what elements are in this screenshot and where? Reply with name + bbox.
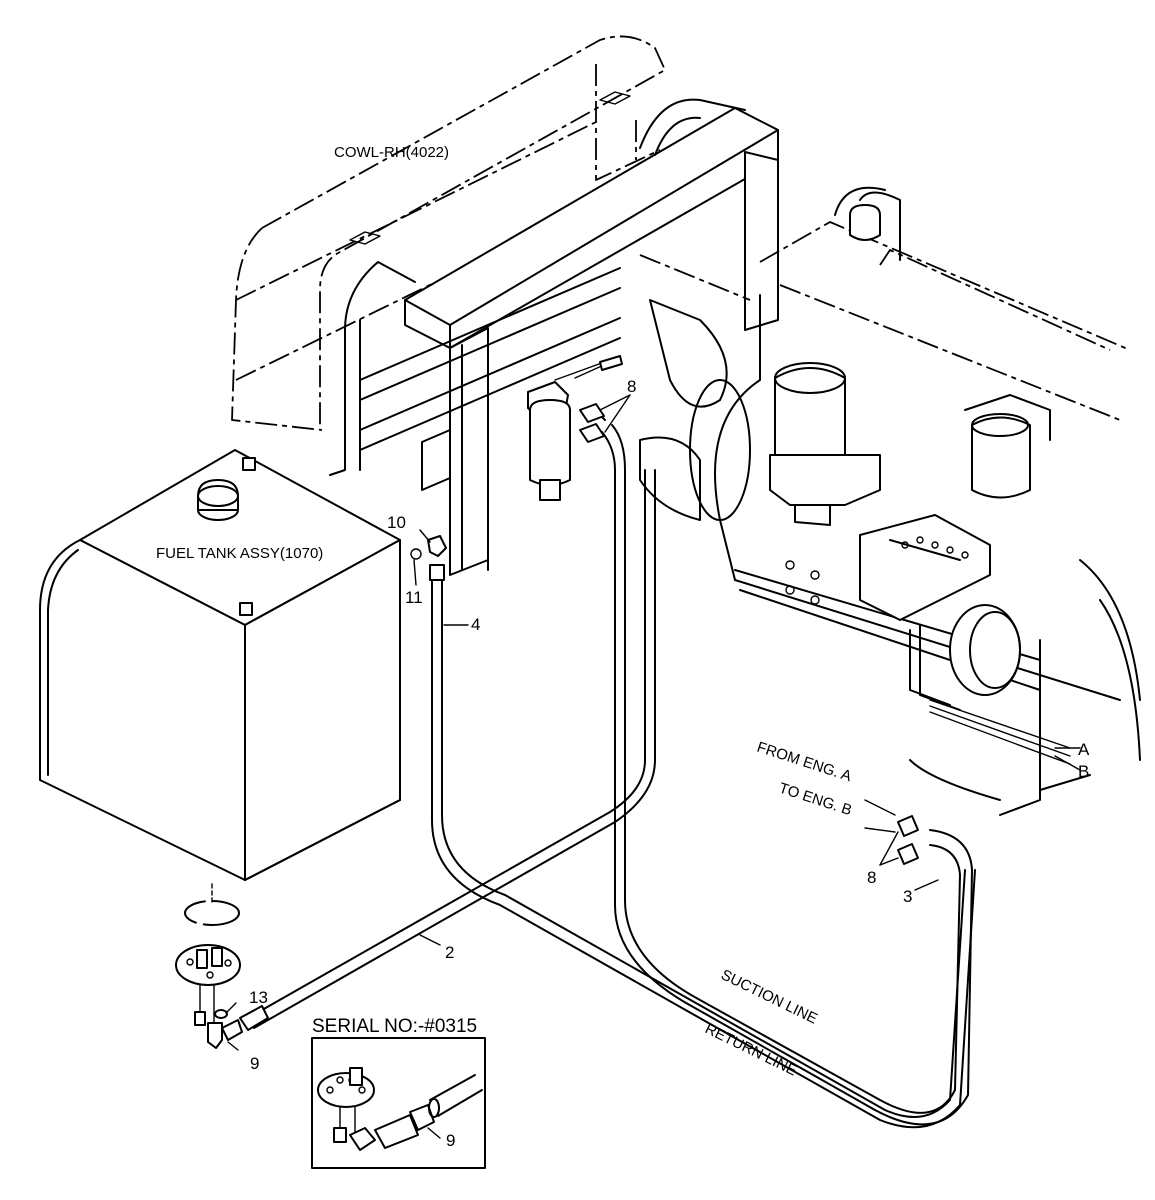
cowl-rh — [231, 35, 666, 431]
hose-2 — [239, 469, 656, 1031]
callout-3: 3 — [903, 887, 912, 906]
suction-return-lines — [594, 409, 973, 1126]
callout-9-main: 9 — [250, 1054, 259, 1073]
callout-11: 11 — [405, 588, 423, 607]
engine — [639, 186, 1141, 816]
fitting-10 — [410, 535, 447, 560]
fuel-tank-label: FUEL TANK ASSY(1070) — [156, 545, 323, 562]
serial-inset — [311, 1037, 486, 1169]
fittings-8-top — [579, 403, 605, 443]
fuel-tank-assy — [39, 449, 401, 1049]
hose-4 — [429, 564, 976, 1129]
port-a-label: A — [1078, 740, 1090, 759]
serial-label: SERIAL NO:-#0315 — [312, 1016, 477, 1037]
water-separator — [527, 355, 623, 501]
fittings-8-bottom — [897, 815, 919, 865]
callout-numbers: 2 3 4 8 8 9 9 10 11 13 — [249, 377, 912, 1150]
callout-9-inset: 9 — [446, 1131, 455, 1150]
leader-lines — [225, 394, 1081, 1051]
callout-4: 4 — [471, 615, 480, 634]
support-frame — [329, 98, 779, 576]
callout-8-bottom: 8 — [867, 868, 876, 887]
port-b-label: B — [1078, 762, 1089, 781]
callout-13: 13 — [249, 988, 268, 1007]
engine-ports — [929, 699, 1071, 765]
to-eng-label: TO ENG. B — [777, 780, 854, 820]
callout-8-top: 8 — [627, 377, 636, 396]
from-eng-label: FROM ENG. A — [755, 739, 854, 786]
cowl-label: COWL-RH(4022) — [334, 144, 449, 161]
callout-2: 2 — [445, 943, 454, 962]
callout-10: 10 — [387, 513, 406, 532]
